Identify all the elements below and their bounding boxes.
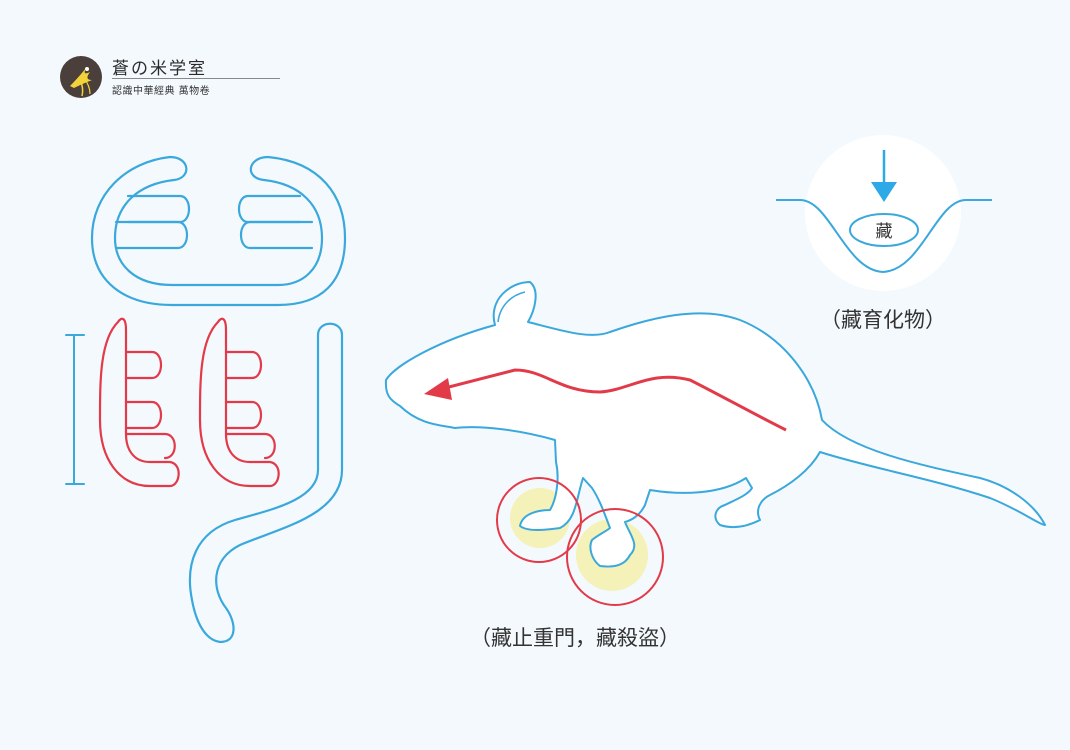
brand-title: 蒼の米学室 (112, 59, 207, 79)
glyph-legs (98, 317, 280, 488)
shu-glyph-icon (65, 155, 347, 644)
rear-paw-circle (566, 508, 664, 606)
brand-logo: 蒼の米学室 認識中華經典 萬物卷 (60, 54, 280, 100)
brand-subtitle: 認識中華經典 萬物卷 (112, 86, 211, 97)
down-arrowhead-icon (871, 182, 897, 202)
spine-arrow (424, 368, 787, 432)
rat-silhouette-icon (384, 281, 1046, 606)
glyph-top (90, 155, 347, 307)
door-caption: （藏止重門，藏殺盜） (470, 626, 680, 650)
glyph-tail (188, 322, 344, 644)
brand-divider (112, 78, 280, 79)
rat-body (384, 281, 1046, 568)
burrow-hole-icon: 藏 (776, 135, 992, 291)
store-caption: （藏育化物） (820, 308, 946, 332)
phoenix-logo-icon (60, 56, 102, 98)
height-bracket (65, 334, 85, 485)
hole-label: 藏 (876, 222, 893, 242)
front-paw-circle (496, 477, 582, 563)
rat-ear (497, 291, 526, 323)
